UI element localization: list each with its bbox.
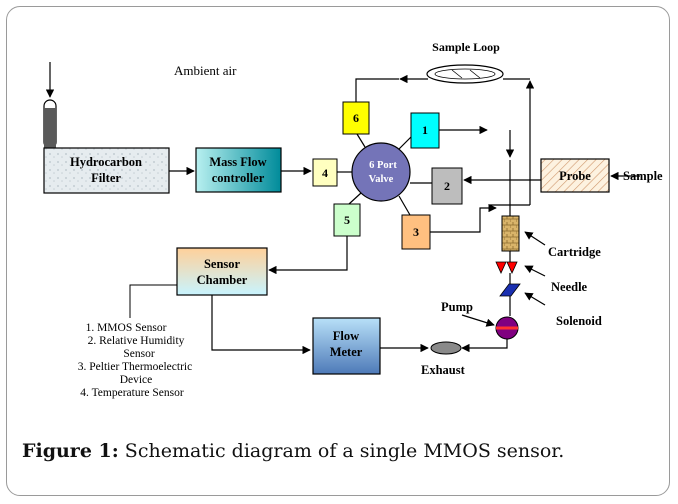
sensor-list-callout	[129, 284, 177, 318]
sample-loop-coil	[426, 64, 504, 84]
pump-label: Pump	[441, 300, 473, 314]
hydrocarbon-filter-label-2: Filter	[91, 171, 121, 185]
port-4	[312, 158, 338, 187]
port-4-label: 4	[322, 166, 328, 180]
sample-label: Sample	[623, 169, 663, 183]
sensor-list-item-1: 1. MMOS Sensor	[86, 322, 167, 334]
sensor-list-item-5: Device	[120, 374, 153, 386]
valve-port1-link	[398, 136, 412, 150]
valve-label-1: 6 Port	[369, 160, 397, 171]
sensor-list-item-2: 2. Relative Humidity	[88, 335, 185, 347]
pump-pointer	[461, 314, 495, 327]
valve-port5-link	[348, 192, 362, 205]
needle-valve	[495, 261, 518, 274]
exhaust	[430, 341, 462, 355]
valve-port6-link	[356, 133, 366, 148]
pump-to-exhaust-arrow	[461, 339, 508, 353]
cartridge-pointer	[524, 231, 546, 246]
sensor-list: 1. MMOS Sensor 2. Relative Humidity Sens…	[78, 322, 192, 399]
port3-to-column-arrow	[430, 203, 497, 233]
sample-loop-inner	[434, 68, 496, 80]
sensor-list-item-3: Sensor	[123, 348, 154, 360]
port-3-label: 3	[413, 225, 419, 239]
sample-loop-label: Sample Loop	[432, 40, 500, 54]
port-2	[431, 167, 463, 205]
air-inlet-shade	[44, 108, 56, 148]
figure-frame	[6, 6, 670, 496]
probe-box	[540, 158, 610, 193]
mass-flow-controller-box	[195, 147, 282, 193]
valve-port3-link	[398, 195, 411, 216]
needle-label: Needle	[551, 280, 588, 294]
flow-meter-label-1: Flow	[333, 329, 359, 343]
port5-to-chamber-arrow	[268, 236, 348, 275]
port-5-label: 5	[344, 213, 350, 227]
port-1	[410, 112, 440, 149]
cartridge-label: Cartridge	[548, 245, 601, 259]
port-6	[342, 101, 370, 135]
six-port-valve	[351, 142, 411, 202]
cartridge	[501, 215, 520, 252]
port-6-label: 6	[353, 111, 359, 125]
valve-label-2: Valve	[369, 174, 394, 185]
sensor-list-item-4: 3. Peltier Thermoelectric	[78, 361, 192, 373]
solenoid-valve	[499, 283, 521, 297]
sensor-list-item-6: 4. Temperature Sensor	[80, 387, 184, 399]
needle-pointer	[524, 265, 546, 277]
port-2-label: 2	[444, 179, 450, 193]
port6-to-loop-line	[355, 78, 399, 102]
figure-caption-label: Figure 1:	[22, 440, 119, 462]
port-3	[401, 214, 431, 250]
figure-caption: Figure 1: Schematic diagram of a single …	[22, 440, 564, 462]
chamber-to-flowmeter-arrow	[211, 295, 311, 355]
mfc-label-2: controller	[212, 171, 265, 185]
ambient-air-label: Ambient air	[174, 63, 237, 78]
flow-meter-label-2: Meter	[330, 345, 363, 359]
sensor-chamber-label-1: Sensor	[204, 257, 241, 271]
sample-loop-twist	[451, 69, 481, 79]
flow-meter-box	[312, 317, 381, 375]
solenoid-label: Solenoid	[556, 314, 602, 328]
hydrocarbon-filter-box	[43, 147, 170, 194]
sensor-chamber-box	[176, 247, 268, 296]
figure-caption-text: Schematic diagram of a single MMOS senso…	[118, 440, 565, 462]
port-1-label: 1	[422, 123, 428, 137]
probe-label: Probe	[559, 169, 591, 183]
solenoid-pointer	[524, 292, 546, 306]
mfc-label-1: Mass Flow	[209, 155, 266, 169]
hydrocarbon-filter-label-1: Hydrocarbon	[70, 155, 142, 169]
exhaust-label: Exhaust	[421, 363, 466, 377]
sensor-chamber-label-2: Chamber	[197, 273, 248, 287]
